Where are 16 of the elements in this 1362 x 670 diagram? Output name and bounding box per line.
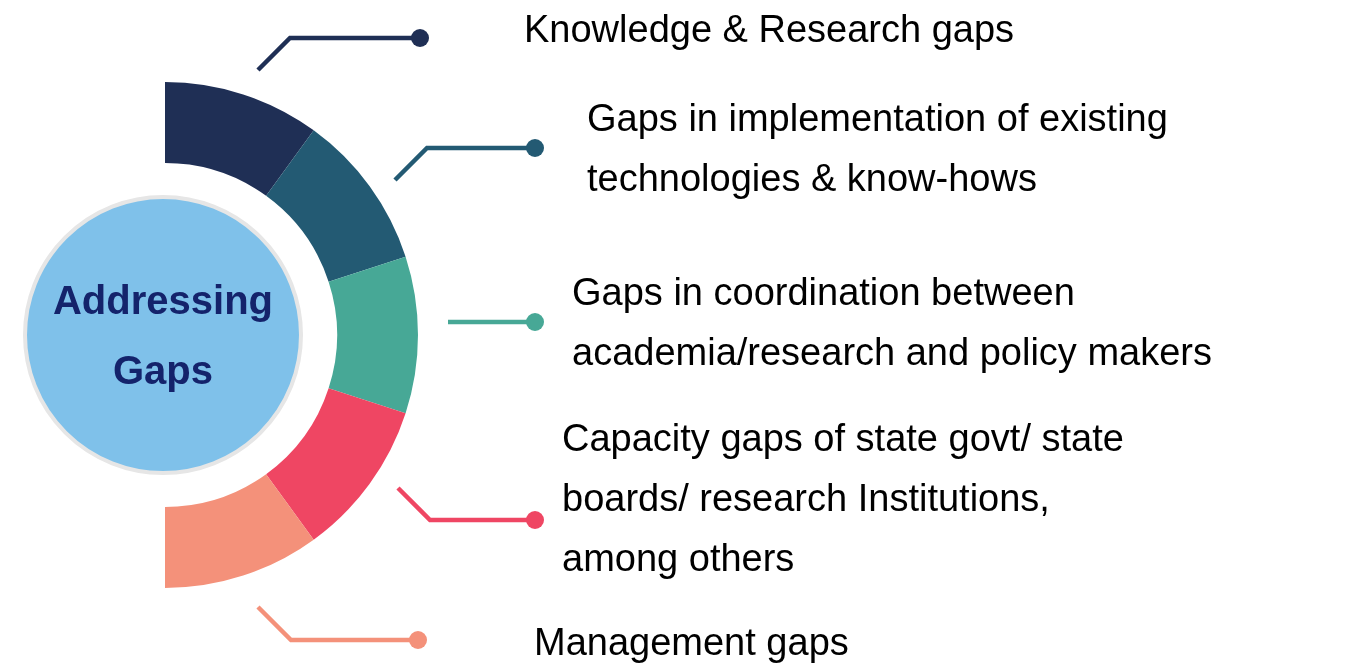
gap-text: Gaps in coordination between academia/research and policy makers	[572, 262, 1232, 382]
center-title: Addressing Gaps	[51, 277, 274, 394]
gap-text: Knowledge & Research gaps	[524, 0, 1344, 59]
ring-segment	[266, 130, 406, 282]
leader-line	[393, 139, 544, 182]
ring-segment	[165, 82, 314, 196]
leader-line	[445, 313, 544, 331]
leader-line	[256, 605, 427, 649]
gap-text: Gaps in implementation of existing technologies & know-hows	[587, 88, 1207, 208]
ring-segment	[266, 388, 406, 540]
leader-line	[256, 29, 429, 72]
ring-segment	[328, 256, 418, 414]
gap-text: Management gaps	[534, 612, 1334, 670]
ring-segment	[165, 474, 314, 588]
gap-text: Capacity gaps of state govt/ state boards/ research Institutions, among others	[562, 408, 1142, 588]
leader-line	[396, 486, 544, 529]
